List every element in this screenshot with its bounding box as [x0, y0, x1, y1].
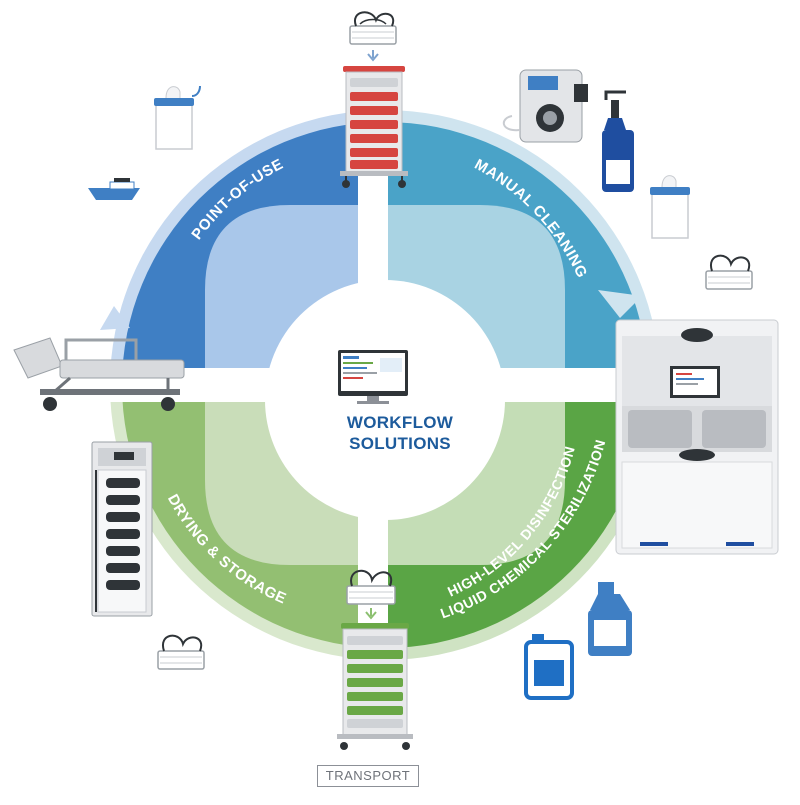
- endoscope-basket-icon: [349, 11, 397, 62]
- detergent-bottle-icon: [602, 90, 634, 192]
- wipes-container-icon: [154, 85, 201, 150]
- wipes-container-icon: [650, 175, 690, 239]
- transport-cart-green-icon: [337, 623, 413, 750]
- center-title-line2: SOLUTIONS: [349, 434, 451, 453]
- specimen-tray-icon: [88, 178, 140, 200]
- flow-arrow-manual: [598, 290, 642, 318]
- gallon-jug-icon: [588, 582, 632, 656]
- patient-stretcher-icon: [13, 337, 185, 411]
- drying-cabinet-icon: [91, 441, 153, 617]
- center-title: WORKFLOW SOLUTIONS: [290, 412, 510, 454]
- flow-arrow-pou: [100, 306, 130, 330]
- workstation-monitor-icon: [338, 350, 408, 404]
- center-circle: [265, 280, 505, 520]
- transport-cart-red-icon: [340, 66, 408, 188]
- flushing-pump-icon: [502, 69, 588, 143]
- center-title-line1: WORKFLOW: [346, 413, 454, 432]
- reprocessor-machine-icon: [615, 319, 779, 555]
- endoscope-basket-icon: [157, 634, 205, 670]
- endoscope-basket-icon: [346, 570, 396, 620]
- chemical-canister-icon: [524, 634, 574, 700]
- transport-label: TRANSPORT: [317, 765, 419, 787]
- endoscope-basket-icon: [705, 254, 753, 290]
